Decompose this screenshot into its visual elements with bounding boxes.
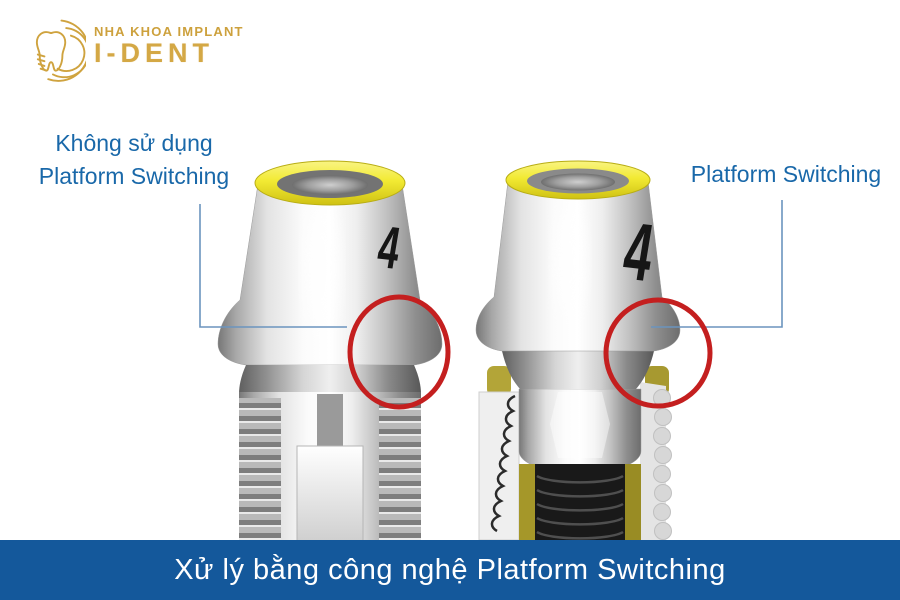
leader-lines	[199, 200, 783, 328]
logo-tagline: NHA KHOA IMPLANT	[94, 24, 244, 39]
leader-line-left	[199, 204, 347, 328]
label-platform-switching: Platform Switching	[690, 161, 882, 187]
logo: NHA KHOA IMPLANT I-DENT	[18, 12, 244, 82]
logo-brand: I-DENT	[94, 38, 214, 69]
implant-left-threads-left	[239, 398, 281, 542]
label-no-platform-switching: Không sử dụng Platform Switching	[18, 127, 250, 192]
tooth-implant-logo-icon	[35, 19, 86, 82]
highlight-circle-right	[603, 297, 713, 409]
leader-line-right	[651, 200, 783, 328]
caption-text: Xử lý bằng công nghệ Platform Switching	[174, 553, 726, 586]
implant-left-size-marking: 4	[376, 213, 400, 283]
label-no-platform-switching-line1: Không sử dụng	[55, 130, 213, 156]
label-no-platform-switching-line2: Platform Switching	[38, 162, 230, 189]
caption-banner: Xử lý bằng công nghệ Platform Switching	[0, 540, 900, 600]
implant-right-screw-threads	[535, 464, 625, 542]
implant-left-no-platform-switching: 4	[217, 160, 443, 543]
implant-left-threads-right	[379, 398, 421, 542]
implant-right-size-marking: 4	[621, 206, 654, 300]
highlight-circles	[347, 294, 713, 410]
implant-right-platform-switching: 4	[475, 160, 681, 542]
highlight-circle-left	[347, 294, 451, 410]
